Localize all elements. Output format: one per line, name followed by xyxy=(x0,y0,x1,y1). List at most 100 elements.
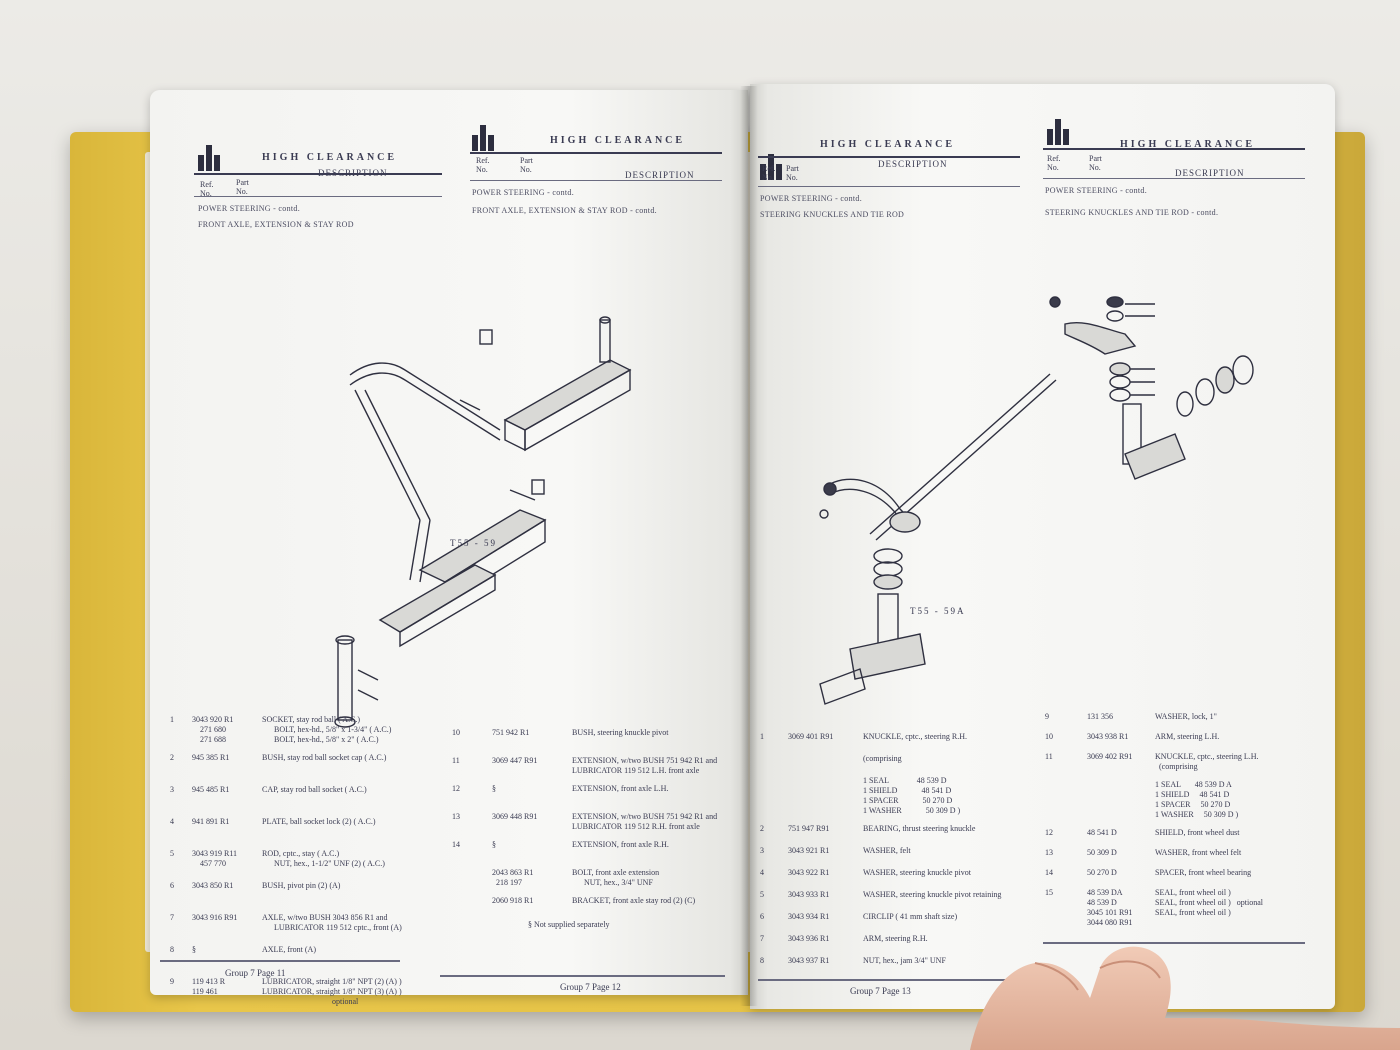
knuckle-exploded-drawing xyxy=(1049,296,1254,480)
cell-part: 50 270 D xyxy=(1087,868,1117,877)
cell-desc: BUSH, pivot pin (2) (A) xyxy=(262,881,341,890)
steering-knuckle-drawing xyxy=(819,373,1057,705)
cell-ref: 11 xyxy=(1045,752,1053,761)
cell-desc: WASHER, lock, 1" xyxy=(1155,712,1217,721)
cell-ref: 12 xyxy=(452,784,460,793)
cell-desc: SOCKET, stay rod ball ( A.C.) BOLT, hex-… xyxy=(262,715,392,744)
cell-ref: 1 xyxy=(170,715,174,724)
cell-ref: 3 xyxy=(170,785,174,794)
page-column-13: HIGH CLEARANCE Ref. No. Part No. DESCRIP… xyxy=(750,84,1057,1009)
cell-part: 131 356 xyxy=(1087,712,1113,721)
cell-ref: 7 xyxy=(760,934,764,943)
figure-label: T55 - 59 xyxy=(450,538,497,548)
section-title: POWER STEERING - contd. xyxy=(760,194,863,203)
cell-desc: 1 SEAL 48 539 D 1 SHIELD 48 541 D 1 SPAC… xyxy=(863,776,961,815)
header-rule xyxy=(470,152,722,154)
cell-ref: 5 xyxy=(170,849,174,858)
page-column-14: HIGH CLEARANCE Ref. No. Part No. DESCRIP… xyxy=(1035,84,1335,1009)
cell-part: 3043 921 R1 xyxy=(788,846,830,855)
cell-desc: (comprising xyxy=(863,754,902,763)
cell-ref: 12 xyxy=(1045,828,1053,837)
cell-ref: 5 xyxy=(760,890,764,899)
col-desc-label: DESCRIPTION xyxy=(625,170,695,180)
cell-desc: BUSH, steering knuckle pivot xyxy=(572,728,669,737)
cell-part: 3043 933 R1 xyxy=(788,890,830,899)
cell-ref: 8 xyxy=(760,956,764,965)
cell-part: 3043 938 R1 xyxy=(1087,732,1129,741)
right-page: HIGH CLEARANCE Ref. No. Part No. DESCRIP… xyxy=(750,84,1335,1009)
cell-ref: 15 xyxy=(1045,888,1053,897)
subsection-title: STEERING KNUCKLES AND TIE ROD - contd. xyxy=(1045,208,1219,217)
cell-part: 3043 916 R91 xyxy=(192,913,238,922)
cell-desc: KNUCKLE, cptc., steering R.H. xyxy=(863,732,967,741)
cell-ref: 3 xyxy=(760,846,764,855)
cell-ref: 2 xyxy=(170,753,174,762)
header-title: HIGH CLEARANCE xyxy=(820,139,956,150)
cell-part: 48 539 DA 48 539 D 3045 101 R91 3044 080… xyxy=(1087,888,1133,927)
cell-desc: CIRCLIP ( 41 mm shaft size) xyxy=(863,912,958,921)
header-rule xyxy=(1043,148,1305,150)
cell-part: 2043 863 R1 218 197 xyxy=(492,868,534,887)
cell-desc: WASHER, steering knuckle pivot xyxy=(863,868,971,877)
cell-ref: 2 xyxy=(760,824,764,833)
ih-logo xyxy=(760,154,782,180)
footer-rule xyxy=(1043,942,1305,944)
header-title: HIGH CLEARANCE xyxy=(262,152,398,163)
cell-ref: 10 xyxy=(1045,732,1053,741)
cell-part: 2060 918 R1 xyxy=(492,896,534,905)
cell-part: 119 413 R 119 461 xyxy=(192,977,226,996)
cell-desc: LUBRICATOR, straight 1/8" NPT (2) (A) ) … xyxy=(262,977,402,1006)
cell-desc: WASHER, steering knuckle pivot retaining xyxy=(863,890,1002,899)
cell-ref: 4 xyxy=(170,817,174,826)
page-footer: Group 7 Page 11 xyxy=(225,968,286,978)
header-subrule xyxy=(194,196,442,197)
header-subrule xyxy=(1043,178,1305,179)
cell-desc: SHIELD, front wheel dust xyxy=(1155,828,1240,837)
cell-desc: CAP, stay rod ball socket ( A.C.) xyxy=(262,785,367,794)
header-title: HIGH CLEARANCE xyxy=(1120,139,1256,150)
col-ref-label: Ref. No. xyxy=(1047,154,1061,172)
cell-desc: EXTENSION, w/two BUSH 751 942 R1 and LUB… xyxy=(572,812,718,831)
cell-part: 3043 850 R1 xyxy=(192,881,234,890)
cell-part: 3043 937 R1 xyxy=(788,956,830,965)
cell-ref: 13 xyxy=(452,812,460,821)
cell-part: § xyxy=(492,784,496,793)
section-title: POWER STEERING - contd. xyxy=(198,204,301,213)
section-title: POWER STEERING - contd. xyxy=(1045,186,1148,195)
page-footer: Group 7 Page 12 xyxy=(560,982,621,992)
cell-desc: WASHER, felt xyxy=(863,846,911,855)
col-part-label: Part No. xyxy=(1089,154,1102,172)
cell-ref: 7 xyxy=(170,913,174,922)
parts-table: 1 3069 401 R91 KNUCKLE, cptc., steering R.… xyxy=(758,732,1043,992)
subsection-title: FRONT AXLE, EXTENSION & STAY ROD - contd… xyxy=(472,206,657,215)
cell-desc: SPACER, front wheel bearing xyxy=(1155,868,1252,877)
cell-desc: PLATE, ball socket lock (2) ( A.C.) xyxy=(262,817,376,826)
axle-stay-rod-drawing xyxy=(349,316,632,648)
cell-part: 751 942 R1 xyxy=(492,728,530,737)
cell-part: 3069 448 R91 xyxy=(492,812,538,821)
header-rule xyxy=(194,173,442,175)
cell-part: 751 947 R91 xyxy=(788,824,830,833)
cell-part: § xyxy=(492,840,496,849)
cell-desc: AXLE, front (A) xyxy=(262,945,316,954)
cell-part: 48 541 D xyxy=(1087,828,1117,837)
cell-ref: 1 xyxy=(760,732,764,741)
cell-ref: 4 xyxy=(760,868,764,877)
cell-desc: EXTENSION, w/two BUSH 751 942 R1 and LUB… xyxy=(572,756,718,775)
cell-part: 3069 447 R91 xyxy=(492,756,538,765)
cell-part: 3069 401 R91 xyxy=(788,732,834,741)
cell-ref: 10 xyxy=(452,728,460,737)
cell-desc: BOLT, front axle extension NUT, hex., 3/… xyxy=(572,868,660,887)
col-desc-label: DESCRIPTION xyxy=(878,159,948,169)
cell-part: 941 891 R1 xyxy=(192,817,230,826)
cell-desc: BRACKET, front axle stay rod (2) (C) xyxy=(572,896,696,905)
cell-desc: ARM, steering R.H. xyxy=(863,934,928,943)
cell-part: 945 385 R1 xyxy=(192,753,230,762)
subsection-title: STEERING KNUCKLES AND TIE ROD xyxy=(760,210,905,219)
book-gutter xyxy=(740,86,758,1006)
pivot-pin-drawing xyxy=(334,635,379,728)
col-ref-label: Ref. No. xyxy=(762,164,776,182)
page-column-11: HIGH CLEARANCE Ref. No. Part No. DESCRIP… xyxy=(150,90,632,1006)
cell-desc: NUT, hex., jam 3/4" UNF xyxy=(863,956,946,965)
